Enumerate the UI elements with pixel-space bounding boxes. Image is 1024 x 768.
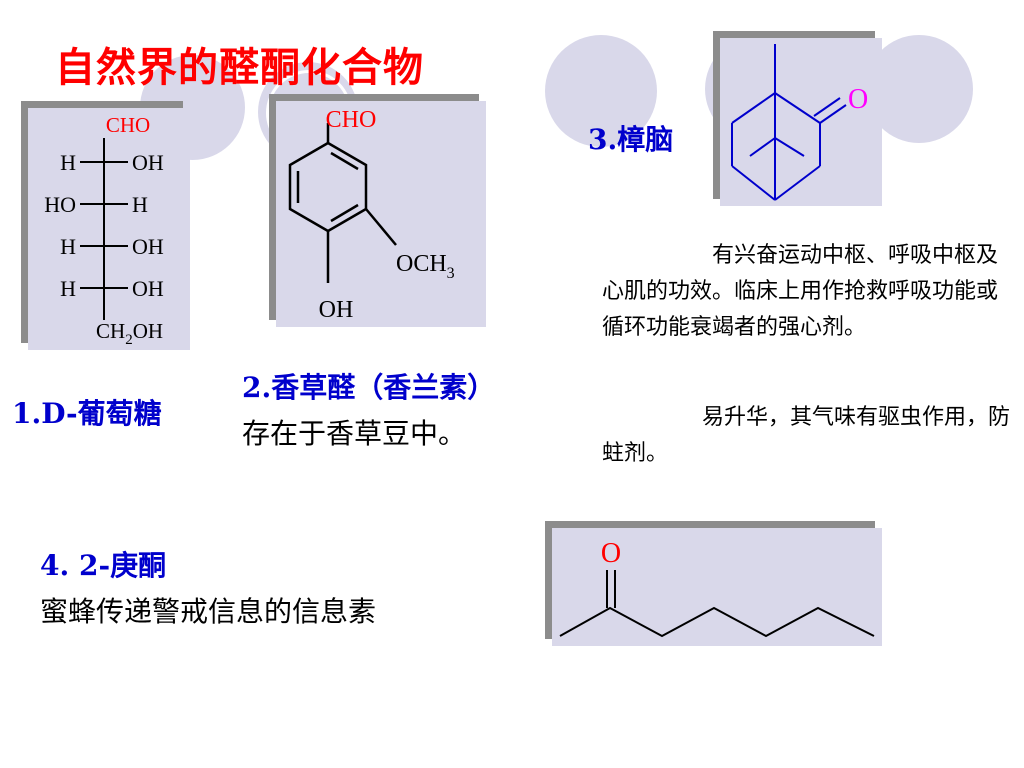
vanillin-structure: CHO OCH3 OH [288, 107, 455, 323]
glucose-bonds [80, 138, 128, 320]
glucose-label: 1.D-葡萄糖 [12, 397, 162, 430]
glucose-row1-right: OH [132, 150, 164, 175]
camphor-panel: O [720, 38, 882, 206]
glucose-row3-left: H [60, 234, 76, 259]
glucose-row4-right: OH [132, 276, 164, 301]
camphor-para2: 易升华，其气味有驱虫作用，防蛀剂。 [602, 405, 1011, 466]
vanillin-oh: OH [319, 297, 354, 323]
heptanone-panel: O [552, 528, 882, 646]
heptanone-structure: O [559, 538, 875, 638]
vanillin-panel: CHO OCH3 OH [276, 101, 486, 327]
camphor-label: 3.樟脑 [588, 123, 674, 156]
vanillin-bonds [288, 123, 397, 283]
decor-circle-5 [865, 35, 973, 143]
heptanone-bonds [559, 570, 875, 638]
camphor-oxygen: O [848, 84, 868, 115]
glucose-panel: CHO H OH HO H H OH H OH CH2OH [28, 108, 190, 350]
glucose-cho: CHO [106, 113, 150, 137]
glucose-row2-left: HO [44, 192, 76, 217]
decor-circle-3 [545, 35, 657, 147]
camphor-para1: 有兴奋运动中枢、呼吸中枢及心肌的功效。临床上用作抢救呼吸功能或循环功能衰竭者的强… [602, 243, 999, 340]
glucose-row4-left: H [60, 276, 76, 301]
heptanone-desc: 蜜蜂传递警戒信息的信息素 [40, 595, 377, 628]
glucose-ch2oh: CH2OH [96, 319, 163, 348]
vanillin-cho: CHO [326, 107, 377, 133]
camphor-bonds [731, 44, 847, 201]
heptanone-label: 4. 2-庚酮 [40, 549, 167, 582]
glucose-structure: CHO H OH HO H H OH H OH CH2OH [44, 113, 164, 348]
glucose-row1-left: H [60, 150, 76, 175]
glucose-row3-right: OH [132, 234, 164, 259]
page-title: 自然界的醛酮化合物 [55, 44, 424, 91]
vanillin-label: 2.香草醛（香兰素） [242, 371, 496, 404]
heptanone-oxygen: O [601, 538, 621, 569]
vanillin-desc: 存在于香草豆中。 [242, 417, 467, 450]
vanillin-och3: OCH3 [396, 251, 455, 282]
camphor-structure: O [731, 44, 868, 201]
glucose-row2-right: H [132, 192, 148, 217]
